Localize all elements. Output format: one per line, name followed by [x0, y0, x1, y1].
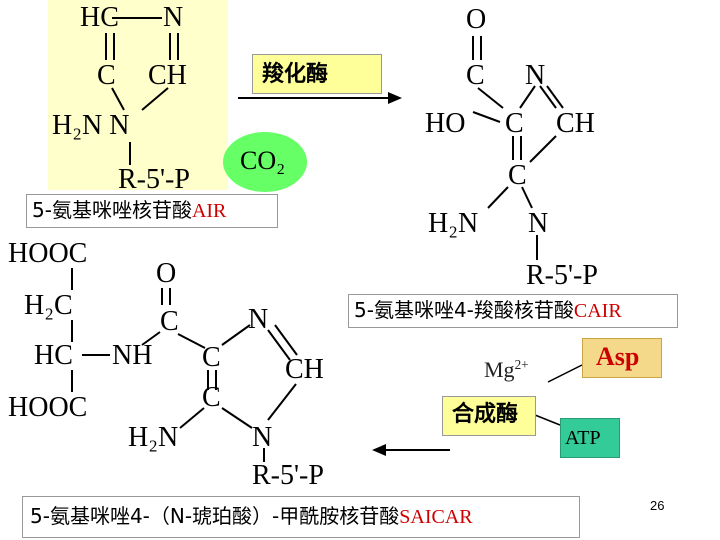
saicar-r5p: R-5'-P	[252, 460, 324, 491]
cair-label-abbr: CAIR	[573, 300, 622, 322]
cair-n-top: N	[525, 60, 546, 91]
cair-c-ring: C	[505, 108, 524, 139]
cair-bond	[487, 186, 509, 209]
asp-label: Asp	[596, 342, 640, 371]
cair-bond	[477, 87, 504, 109]
saicar-bond	[141, 331, 161, 346]
air-r5p: R-5'-P	[118, 164, 190, 195]
arrow-2-head	[372, 444, 386, 456]
saicar-label-abbr: SAICAR	[399, 506, 473, 528]
saicar-o: O	[156, 258, 177, 289]
cair-r5p: R-5'-P	[526, 260, 598, 291]
cair-label-box	[348, 294, 678, 328]
saicar-label-box	[22, 496, 580, 538]
air-bond	[141, 87, 169, 111]
saicar-bond	[274, 324, 298, 356]
saicar-hooc-top: HOOC	[8, 238, 88, 269]
cair-bond	[519, 85, 536, 109]
co2-circle	[223, 132, 307, 192]
air-label-prefix: 5-氨基咪唑核苷酸	[32, 198, 192, 222]
asp-connector	[547, 364, 583, 383]
saicar-h2c: H₂C	[24, 290, 73, 321]
atp-connector	[534, 414, 561, 426]
saicar-bond	[221, 324, 251, 346]
saicar-bond	[267, 329, 291, 361]
carboxylase-box	[252, 54, 382, 94]
cair-bond	[521, 186, 533, 209]
cair-c-carbonyl: C	[466, 60, 485, 91]
saicar-h2n: H₂N	[128, 422, 179, 453]
co2-label: CO₂	[240, 146, 286, 175]
saicar-hooc-bottom: HOOC	[8, 392, 88, 423]
air-label-box	[26, 194, 278, 228]
cair-o: O	[466, 4, 487, 35]
cair-n-low: N	[528, 208, 549, 239]
saicar-nh: NH	[112, 340, 153, 371]
saicar-label: 5-氨基咪唑4-（N-琥珀酸）-甲酰胺核苷酸SAICAR	[30, 506, 473, 527]
air-ch: CH	[148, 60, 187, 91]
cair-c-low: C	[508, 160, 527, 191]
mg-label: Mg2+	[484, 358, 529, 381]
cair-bond	[539, 85, 557, 109]
air-c: C	[97, 60, 116, 91]
saicar-bond	[179, 407, 205, 429]
saicar-bond	[221, 407, 253, 429]
saicar-n-low: N	[252, 422, 273, 453]
cair-ch: CH	[556, 108, 595, 139]
page-number: 26	[650, 498, 665, 513]
asp-box	[582, 338, 662, 378]
cair-ho: HO	[425, 108, 466, 139]
arrow-1-head	[388, 92, 402, 104]
saicar-c-ring: C	[202, 342, 221, 373]
air-hc: HC	[80, 2, 119, 33]
saicar-bond	[267, 383, 297, 421]
cair-label-prefix: 5-氨基咪唑4-羧酸核苷酸	[354, 298, 574, 322]
air-label-abbr: AIR	[191, 200, 227, 222]
saicar-ch: CH	[285, 354, 324, 385]
cair-h2n: H₂N	[428, 208, 479, 239]
synthetase-label: 合成酶	[452, 402, 519, 427]
air-label: 5-氨基咪唑核苷酸AIR	[32, 200, 226, 221]
cair-bond	[472, 111, 501, 123]
mg-label-charge: 2+	[514, 357, 529, 372]
synthetase-box	[442, 396, 536, 436]
saicar-label-prefix: 5-氨基咪唑4-（N-琥珀酸）-甲酰胺核苷酸	[30, 504, 400, 528]
air-h2n-n: H₂N N	[52, 110, 130, 141]
saicar-c-low: C	[202, 382, 221, 413]
air-n-top: N	[163, 2, 184, 33]
air-bond	[111, 87, 125, 111]
saicar-c-carbonyl: C	[160, 306, 179, 337]
cair-bond	[546, 85, 564, 109]
cair-bond	[529, 135, 557, 163]
saicar-hc: HC	[34, 340, 73, 371]
atp-box	[560, 418, 620, 458]
atp-label: ATP	[565, 427, 601, 449]
cair-label: 5-氨基咪唑4-羧酸核苷酸CAIR	[354, 300, 622, 321]
carboxylase-label: 羧化酶	[262, 62, 329, 87]
air-highlight	[48, 0, 228, 190]
mg-label-base: Mg	[484, 356, 515, 382]
saicar-bond	[177, 333, 206, 349]
saicar-n-top: N	[248, 304, 269, 335]
